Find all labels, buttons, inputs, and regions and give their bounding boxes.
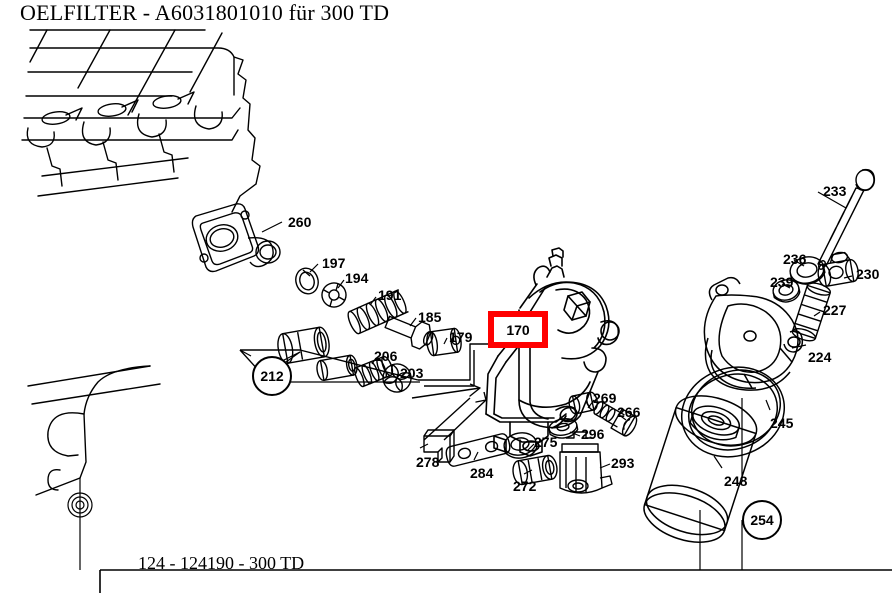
part-label-278: 278 — [416, 454, 440, 470]
part-label-203: 203 — [400, 365, 424, 381]
oring-245-group — [680, 366, 786, 458]
bolt-227 — [791, 282, 832, 342]
part-label-248: 248 — [724, 473, 748, 489]
fitting-230 — [817, 251, 859, 287]
seal-ring-group — [772, 251, 859, 342]
part-label-284: 284 — [470, 465, 494, 481]
circle-label-212: 212 — [252, 356, 292, 396]
filter-cover-224-group — [703, 276, 804, 391]
gasket-260-group — [191, 203, 281, 273]
highlight-label: 170 — [506, 321, 530, 338]
part-label-266: 266 — [617, 404, 641, 420]
circle-label-254: 254 — [742, 500, 782, 540]
highlighted-part-170: 170 — [488, 311, 548, 348]
diagram-caption: 124 - 124190 - 300 TD — [138, 553, 305, 573]
part-label-230: 230 — [856, 266, 880, 282]
part-label-206: 206 — [374, 348, 398, 364]
part-label-293: 293 — [611, 455, 635, 471]
plate-284 — [445, 433, 511, 467]
part-label-197: 197 — [322, 255, 346, 271]
part-label-245: 245 — [770, 415, 794, 431]
part-label-269: 269 — [593, 390, 617, 406]
part-label-296: 296 — [581, 426, 605, 442]
part-label-239: 239 — [770, 274, 794, 290]
part-label-260: 260 — [288, 214, 312, 230]
part-label-179: 179 — [449, 329, 473, 345]
part-label-191: 191 — [378, 287, 402, 303]
part-label-185: 185 — [418, 309, 442, 325]
engine-block-group — [21, 29, 261, 496]
small-parts-row-group — [295, 267, 462, 357]
part-label-227: 227 — [823, 302, 847, 318]
oil-filter-248-group — [643, 395, 758, 543]
part-label-272: 272 — [513, 478, 537, 494]
dipstick-233-group — [817, 168, 876, 270]
sensor-293 — [559, 431, 613, 494]
page-title: OELFILTER - A6031801010 für 300 TD — [20, 0, 390, 25]
part-label-224: 224 — [808, 349, 832, 365]
part-label-275: 275 — [534, 434, 558, 450]
small-hardware-group — [411, 383, 638, 494]
part-label-194: 194 — [345, 270, 369, 286]
part-label-233: 233 — [823, 183, 847, 199]
part-label-236: 236 — [783, 251, 807, 267]
filter-housing-170-group — [485, 247, 620, 457]
